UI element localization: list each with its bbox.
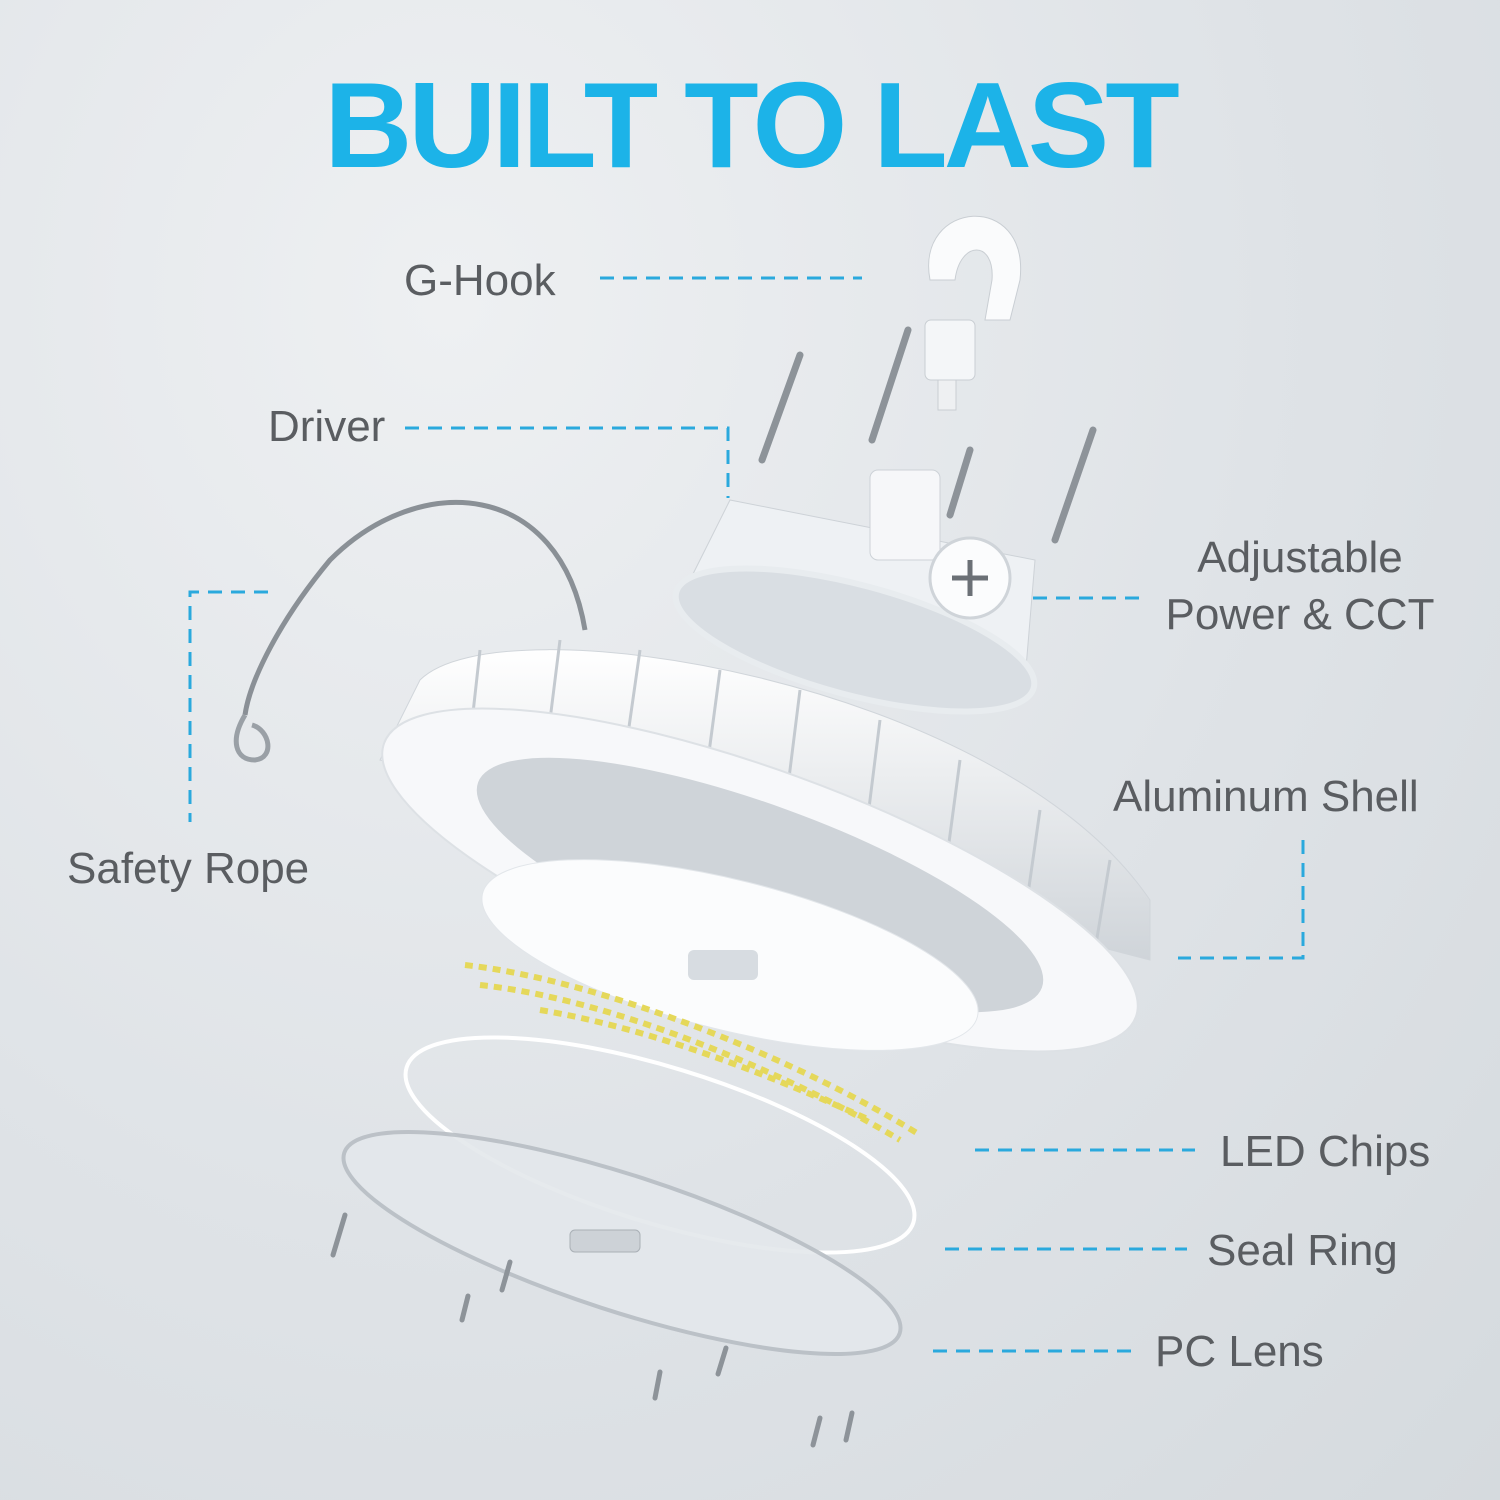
g-hook-icon — [924, 215, 1022, 411]
led-board-icon — [481, 859, 979, 1051]
label-driver: Driver — [268, 402, 386, 451]
label-aluminum-shell: Aluminum Shell — [1113, 772, 1419, 821]
label-adjustable-line2: Power & CCT — [1165, 590, 1435, 640]
driver-leader — [405, 426, 730, 498]
led-chips-icon — [464, 962, 922, 1143]
leader-lines — [188, 276, 1305, 1353]
safety-rope-icon — [233, 500, 588, 763]
label-adjustable: Adjustable Power & CCT — [1150, 529, 1450, 643]
label-seal-ring: Seal Ring — [1207, 1226, 1398, 1275]
headline: BUILT TO LAST — [324, 57, 1180, 193]
safety-rope-leader — [188, 590, 268, 822]
label-g-hook: G-Hook — [404, 256, 556, 305]
lens-screw-icons — [330, 1212, 855, 1448]
driver-icon — [672, 469, 1038, 715]
label-adjustable-line1: Adjustable — [1197, 533, 1403, 582]
aluminum-shell-leader — [1178, 840, 1305, 960]
label-pc-lens: PC Lens — [1155, 1327, 1324, 1376]
label-safety-rope: Safety Rope — [67, 844, 310, 893]
aluminum-shell-icon — [379, 639, 1151, 1053]
label-led-chips: LED Chips — [1220, 1127, 1431, 1176]
screw-icons — [758, 326, 1097, 544]
pc-lens-icon — [341, 1129, 903, 1357]
